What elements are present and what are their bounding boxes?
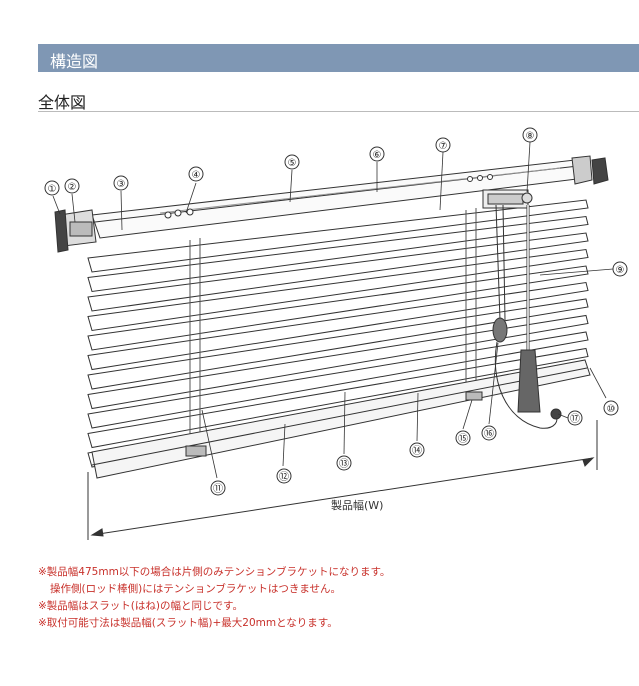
callout-number: ⑪	[213, 483, 223, 495]
slat	[87, 248, 589, 332]
callout-number: ⑬	[339, 458, 349, 470]
note-3: ※製品幅はスラット(はね)の幅と同じです。	[38, 600, 243, 612]
callout-circle	[567, 410, 583, 426]
callout-circle	[276, 468, 292, 484]
callout-number: ⑰	[570, 413, 580, 425]
callout-number: ⑥	[373, 150, 382, 161]
callout-number: ⑫	[279, 471, 289, 483]
slat	[87, 199, 589, 273]
callout-number: ⑮	[458, 433, 468, 445]
callout-number: ④	[192, 170, 201, 181]
lift-cord	[492, 204, 562, 429]
callout-circle	[113, 175, 129, 191]
section-divider	[38, 111, 639, 112]
note-4: ※取付可能寸法は製品幅(スラット幅)+最大20mmとなります。	[38, 617, 338, 629]
callout-circle	[188, 166, 204, 182]
bottom-rail	[91, 359, 591, 479]
callout-number: ②	[68, 182, 77, 193]
header-title: 構造図	[50, 52, 99, 71]
callout-number: ⑦	[439, 141, 448, 152]
slats	[87, 199, 589, 468]
head-rail	[54, 155, 609, 253]
slat	[87, 232, 589, 312]
slat	[87, 347, 589, 449]
callout-circle	[409, 442, 425, 458]
slat	[87, 331, 589, 429]
callout-circle	[455, 430, 471, 446]
note-1: ※製品幅475mm以下の場合は片側のみテンションブラケットになります。	[38, 566, 391, 578]
leader-lines	[52, 141, 614, 479]
slat	[87, 265, 589, 351]
callout-circle	[435, 137, 451, 153]
callout-number: ③	[117, 179, 126, 190]
note-2: 操作側(ロッド棒側)にはテンションブラケットはつきません。	[50, 583, 342, 595]
callout-circle	[369, 146, 385, 162]
callout-circle	[522, 127, 538, 143]
callout-circle	[612, 261, 628, 277]
callout-number: ⑩	[607, 404, 616, 415]
callout-circle	[210, 480, 226, 496]
notes: ※製品幅475mm以下の場合は片側のみテンションブラケットになります。 操作側(…	[38, 564, 390, 632]
tilt-wand	[517, 192, 541, 413]
slat	[87, 281, 589, 371]
callout-circle	[603, 400, 619, 416]
callout-circle	[44, 180, 60, 196]
slat	[87, 298, 589, 390]
width-label: 製品幅(W)	[331, 498, 383, 512]
callout-circle	[481, 425, 497, 441]
width-dimension	[87, 420, 598, 540]
callout-circle	[336, 455, 352, 471]
callout-number: ①	[48, 184, 57, 195]
header-banner: 構造図	[38, 44, 639, 72]
callout-number: ⑨	[616, 265, 625, 276]
callout-number: ⑭	[412, 445, 422, 457]
slat	[87, 215, 589, 293]
ladder-cords	[189, 208, 477, 455]
callout-number: ⑧	[526, 131, 535, 142]
callout-number: ⑯	[484, 428, 494, 440]
callout-number: ⑤	[288, 158, 297, 169]
callout-circle	[64, 178, 80, 194]
callout-circle	[284, 154, 300, 170]
slat	[87, 314, 589, 410]
section-title: 全体図	[38, 93, 87, 112]
